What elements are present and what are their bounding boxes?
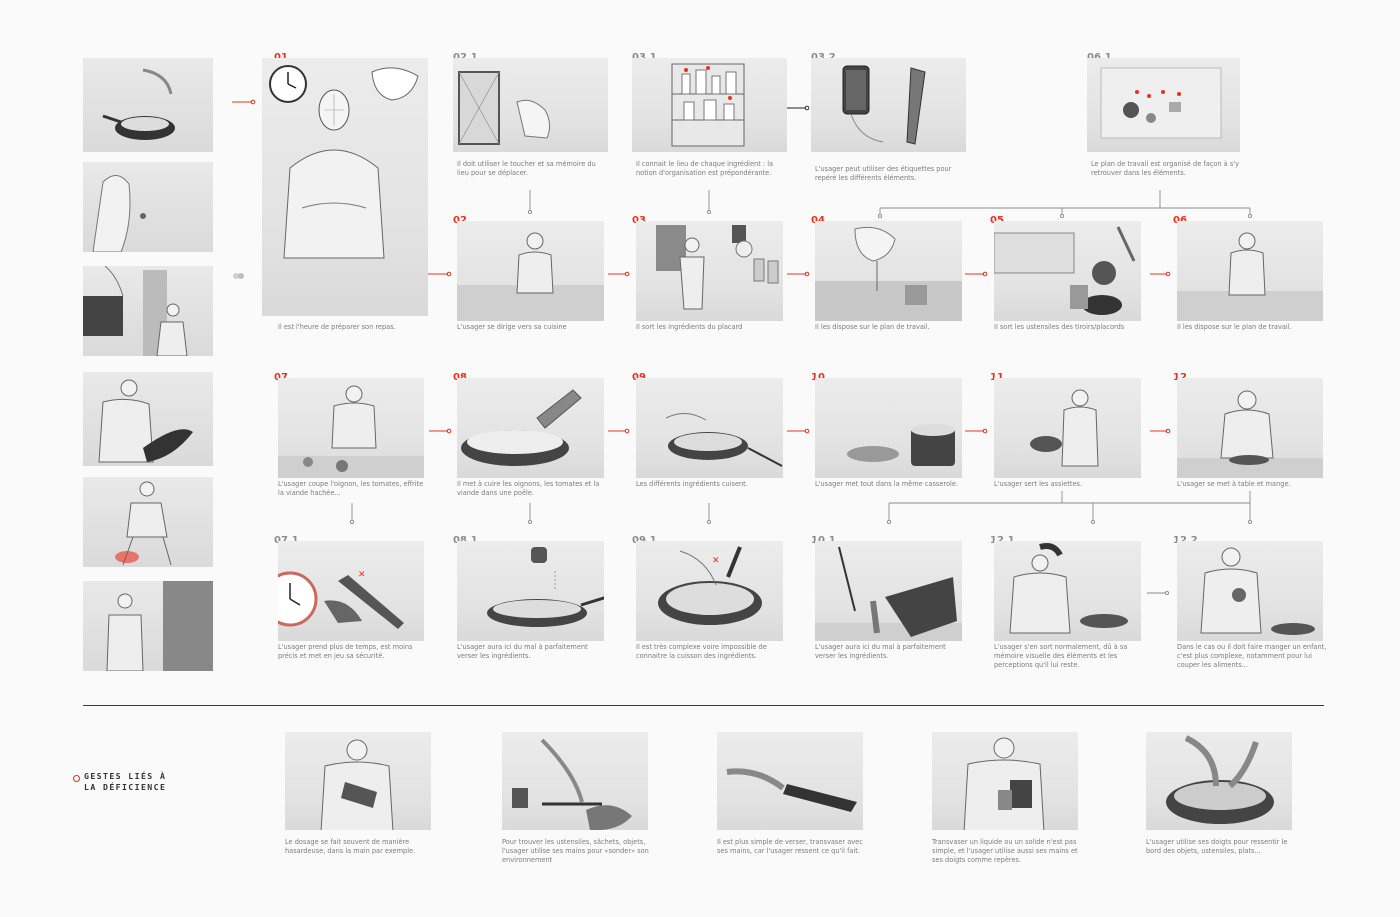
gesture-caption: Il est plus simple de verser, transvaser… [717, 838, 863, 856]
gesture-illustration [717, 732, 863, 830]
step-caption: Il les dispose sur le plan de travail. [1177, 323, 1292, 331]
step-number: 06 [1173, 215, 1187, 227]
step-caption: L'usager sert les assiettes. [994, 480, 1083, 488]
step-number: 10.1 [811, 535, 836, 547]
step-caption: Le plan de travail est organisé de façon… [1091, 160, 1239, 178]
step-caption: Il met à cuire les oignons, les tomates … [457, 480, 600, 498]
step-caption: L'usager peut utiliser des étiquettes po… [815, 165, 952, 183]
sidebar-sketch [83, 372, 213, 466]
legend-bullet [73, 775, 80, 782]
step-number: 12.1 [990, 535, 1015, 547]
gesture-caption: L'usager utilise ses doigts pour ressent… [1146, 838, 1288, 856]
step-caption: L'usager se met à table et mange. [1177, 480, 1291, 488]
step-caption: L'usager se dirige vers sa cuisine [457, 323, 567, 331]
step-illustration: ✕ [636, 541, 783, 641]
step-illustration [262, 58, 428, 316]
gesture-illustration [932, 732, 1078, 830]
step-caption: L'usager aura ici du mal à parfaitement … [815, 643, 946, 661]
step-illustration [815, 541, 962, 641]
step-illustration [453, 58, 608, 152]
legend-line-1: GESTES LIÉS À [84, 771, 167, 781]
sidebar-sketch [83, 58, 213, 152]
step-number: 03.1 [632, 52, 657, 64]
step-caption: Dans le cas ou il doit faire manger un e… [1177, 643, 1327, 670]
step-illustration [811, 58, 966, 152]
step-illustration [1177, 221, 1323, 321]
sidebar-sketch [83, 266, 213, 356]
sidebar-sketch [83, 477, 213, 567]
step-illustration [1177, 541, 1323, 641]
step-illustration [1177, 378, 1323, 478]
step-illustration [632, 58, 787, 152]
step-number: 10 [811, 372, 825, 384]
step-illustration [994, 541, 1141, 641]
legend-label: GESTES LIÉS À LA DÉFICIENCE [84, 771, 166, 793]
step-number: 01 [274, 52, 288, 64]
section-divider [83, 705, 1324, 707]
step-number: 09.1 [632, 535, 657, 547]
step-illustration [1087, 58, 1240, 152]
step-caption: Il est très complexe voire impossible de… [636, 643, 767, 661]
step-number: 06.1 [1087, 52, 1112, 64]
step-illustration [994, 221, 1141, 321]
step-caption: L'usager prend plus de temps, est moins … [278, 643, 413, 661]
svg-text:✕: ✕ [712, 556, 720, 566]
step-number: 02.1 [453, 52, 478, 64]
sidebar-sketch [83, 581, 213, 671]
step-number: 12 [1173, 372, 1187, 384]
step-number: 05 [990, 215, 1004, 227]
step-caption: Les différents ingrédients cuisent. [636, 480, 748, 488]
step-illustration [457, 378, 604, 478]
gesture-illustration [285, 732, 431, 830]
step-illustration [815, 378, 962, 478]
svg-text:✕: ✕ [358, 570, 366, 580]
step-number: 08.1 [453, 535, 478, 547]
step-illustration [457, 541, 604, 641]
step-number: 04 [811, 215, 825, 227]
step-caption: Il sort les ustensiles des tiroirs/placo… [994, 323, 1125, 331]
step-number: 07 [274, 372, 288, 384]
step-caption: L'usager met tout dans la même casserole… [815, 480, 958, 488]
step-illustration [457, 221, 604, 321]
step-number: 08 [453, 372, 467, 384]
step-caption: Il les dispose sur le plan de travail. [815, 323, 930, 331]
step-caption: Il doit utiliser le toucher et sa mémoir… [457, 160, 596, 178]
step-caption: Il est l'heure de préparer son repas. [278, 323, 396, 331]
gesture-caption: Pour trouver les ustensiles, sâchets, ob… [502, 838, 649, 865]
sidebar-sketch [83, 162, 213, 252]
step-caption: Il connait le lieu de chaque ingrédient … [636, 160, 774, 178]
step-number: 03.2 [811, 52, 836, 64]
step-illustration [994, 378, 1141, 478]
legend-line-2: LA DÉFICIENCE [84, 782, 167, 792]
step-number: 12.2 [1173, 535, 1198, 547]
step-number: 09 [632, 372, 646, 384]
gesture-caption: Le dosage se fait souvent de manière has… [285, 838, 416, 856]
step-caption: L'usager coupe l'oignon, les tomates, ef… [278, 480, 424, 498]
step-illustration [278, 378, 424, 478]
step-illustration [636, 221, 783, 321]
step-number: 11 [990, 372, 1004, 384]
gesture-caption: Transvaser un liquide ou un solide n'est… [932, 838, 1078, 865]
step-illustration [636, 378, 783, 478]
step-caption: Il sort les ingrédients du placard [636, 323, 743, 331]
step-number: 07.1 [274, 535, 299, 547]
step-number: 02 [453, 215, 467, 227]
gesture-illustration [1146, 732, 1292, 830]
step-caption: L'usager aura ici du mal à parfaitement … [457, 643, 588, 661]
step-illustration: ✕ [278, 541, 424, 641]
step-number: 03 [632, 215, 646, 227]
step-caption: L'usager s'en sort normalement, dû à sa … [994, 643, 1128, 670]
step-illustration [815, 221, 962, 321]
gesture-illustration [502, 732, 648, 830]
